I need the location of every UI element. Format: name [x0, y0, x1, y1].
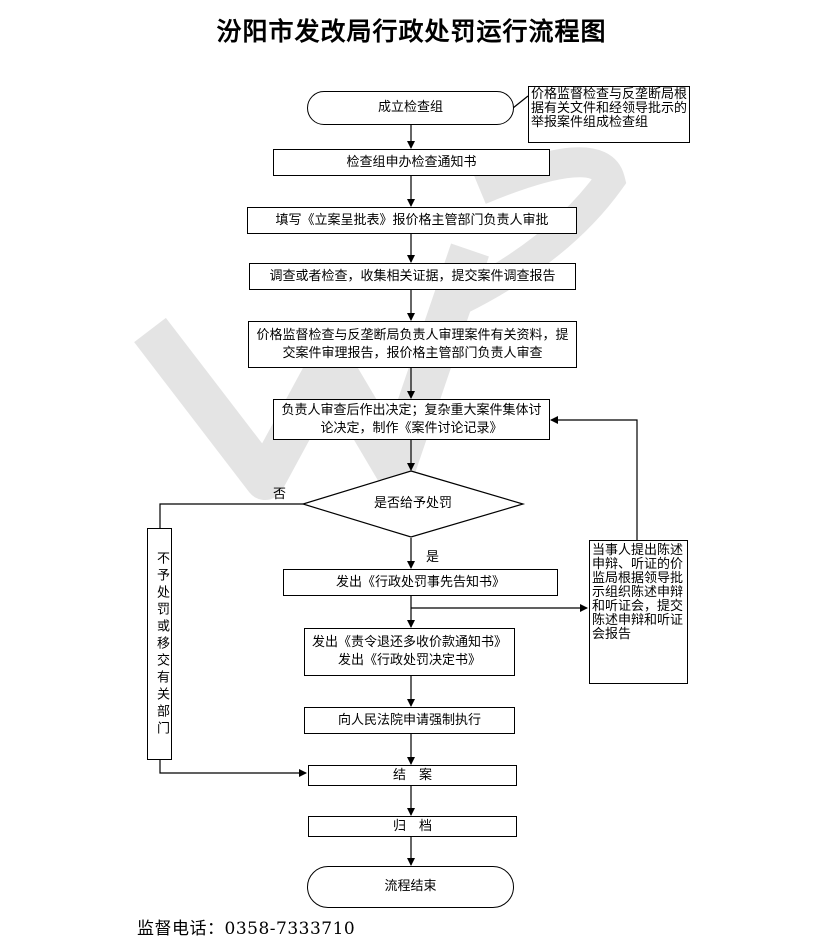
step-prior-notice: 发出《行政处罚事先告知书》	[283, 569, 558, 596]
decision-diamond	[300, 470, 526, 538]
step-archive: 归 档	[308, 816, 517, 837]
hearing-box: 当事人提出陈述申辩、听证的价监局根据领导批示组织陈述申辩和听证会，提交陈述申辩和…	[589, 540, 688, 684]
no-label: 否	[273, 487, 287, 502]
step-review: 价格监督检查与反垄断局负责人审理案件有关资料，提交案件审理报告，报价格主管部门负…	[248, 321, 577, 368]
no-penalty-box: 不予处罚或移交有关部门	[147, 528, 172, 760]
step-file-case: 填写《立案呈批表》报价格主管部门负责人审批	[247, 207, 577, 234]
step-apply-notice: 检查组申办检查通知书	[273, 149, 550, 176]
yes-label: 是	[426, 550, 440, 565]
step-court-enforcement: 向人民法院申请强制执行	[304, 707, 515, 734]
start-note-text: 价格监督检查与反垄断局根据有关文件和经领导批示的举报案件组成检查组	[531, 87, 688, 130]
start-terminal: 成立检查组	[307, 91, 514, 125]
step-close-case: 结 案	[308, 765, 517, 786]
step-decision-docs: 发出《责令退还多收价款通知书》发出《行政处罚决定书》	[304, 628, 515, 676]
step-investigate: 调查或者检查，收集相关证据，提交案件调查报告	[249, 263, 576, 290]
start-text: 成立检查组	[377, 100, 443, 115]
end-terminal: 流程结束	[307, 866, 514, 908]
decision-label: 是否给予处罚	[373, 496, 452, 511]
page-title: 汾阳市发改局行政处罚运行流程图	[216, 17, 607, 46]
supervision-phone: 监督电话：0358-7333710	[137, 919, 356, 939]
step-decision: 负责人审查后作出决定；复杂重大案件集体讨论决定，制作《案件讨论记录》	[273, 399, 550, 440]
start-note: 价格监督检查与反垄断局根据有关文件和经领导批示的举报案件组成检查组	[528, 86, 690, 143]
